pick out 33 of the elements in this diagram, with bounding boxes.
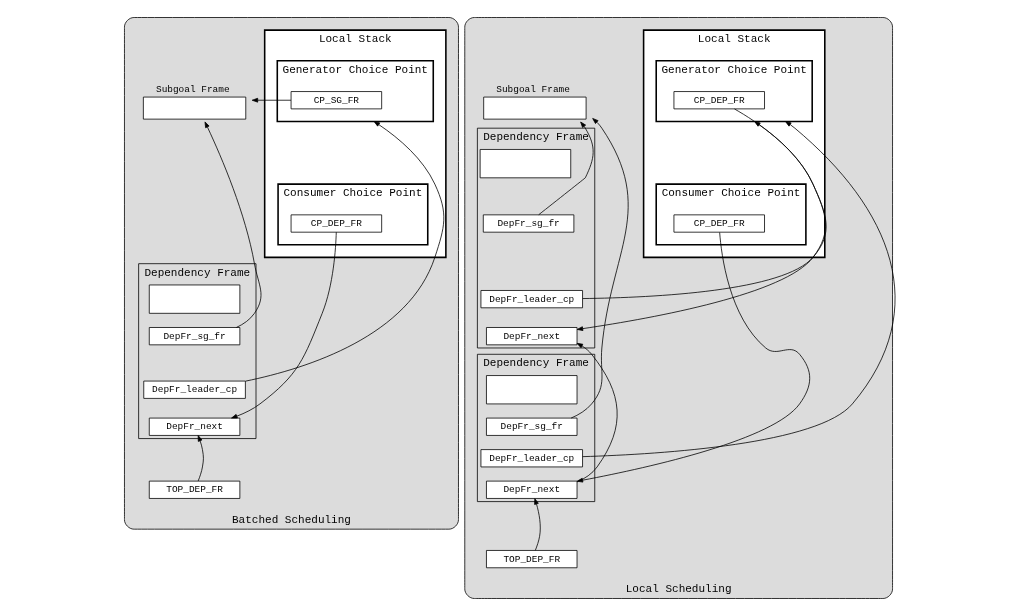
node-box: DepFr_leader_cp xyxy=(480,449,583,468)
arrow xyxy=(570,118,628,419)
node-box: CP_DEP_FR xyxy=(290,214,382,233)
node-box: TOP_DEP_FR xyxy=(485,550,577,569)
node-box: DepFr_sg_fr xyxy=(148,327,240,346)
arrow xyxy=(251,97,291,103)
node-box: CP_DEP_FR xyxy=(673,214,765,233)
arrow xyxy=(576,342,617,483)
node-box: DepFr_sg_fr xyxy=(482,214,574,233)
arrow xyxy=(197,435,204,482)
node-box xyxy=(479,149,571,179)
node-box: DepFr_next xyxy=(485,480,577,499)
arrow xyxy=(581,121,826,299)
arrow xyxy=(537,121,594,216)
arrow xyxy=(230,231,337,419)
node-box xyxy=(485,375,577,405)
node-box xyxy=(148,284,240,314)
node-label: Subgoal Frame xyxy=(155,84,230,96)
node-box: DepFr_sg_fr xyxy=(485,417,577,436)
arrow xyxy=(576,232,810,483)
node-box: DepFr_leader_cp xyxy=(480,290,583,309)
node-label: Subgoal Frame xyxy=(495,84,570,96)
arrow xyxy=(581,121,895,458)
arrow xyxy=(533,498,541,551)
arrow xyxy=(244,121,444,382)
arrow xyxy=(576,108,826,331)
node-box: CP_SG_FR xyxy=(290,91,382,110)
node-box: DepFr_next xyxy=(148,417,240,436)
node-box: CP_DEP_FR xyxy=(673,91,765,110)
arrow xyxy=(204,121,261,328)
node-box: DepFr_leader_cp xyxy=(142,380,246,399)
node-box: TOP_DEP_FR xyxy=(148,480,240,499)
node-box: DepFr_next xyxy=(485,327,577,346)
